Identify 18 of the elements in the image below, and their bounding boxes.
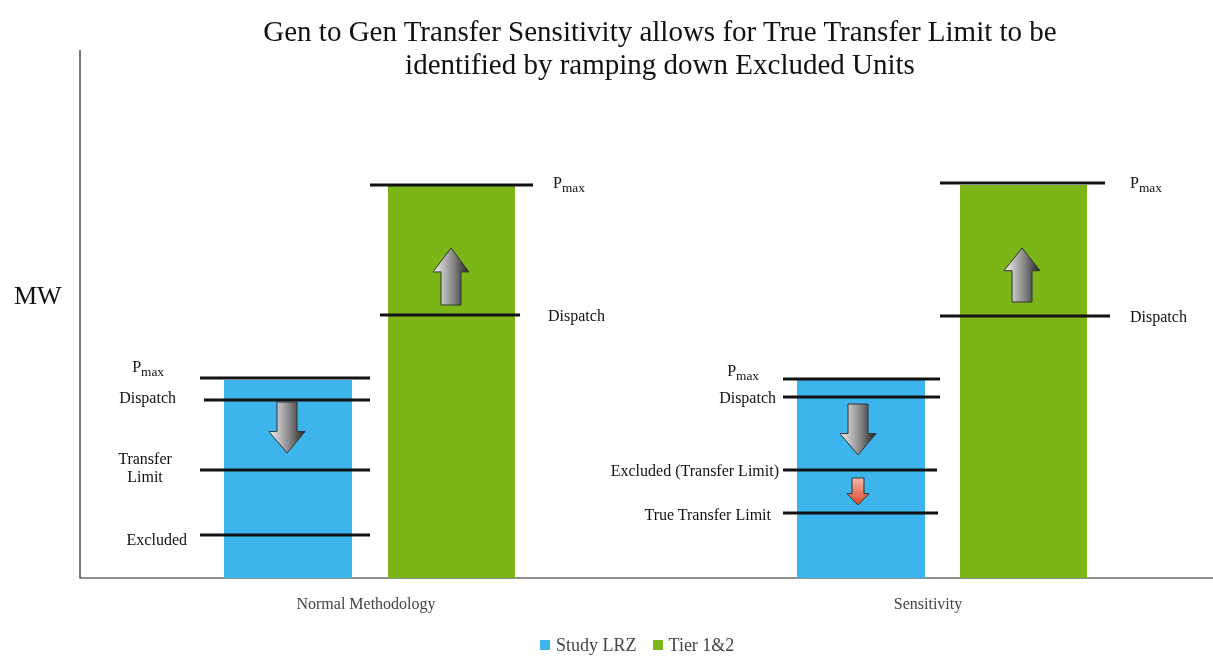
level-label: Excluded: [126, 531, 187, 549]
legend-label: Tier 1&2: [668, 634, 735, 656]
level-label: Transfer Limit: [117, 450, 173, 486]
level-label: Dispatch: [119, 389, 176, 407]
category-label: Sensitivity: [893, 595, 963, 613]
axis-label: MW: [14, 281, 62, 311]
level-label: P$_{max}$: [553, 174, 585, 198]
level-label: Dispatch: [548, 307, 605, 325]
level-label: Excluded (Transfer Limit): [610, 462, 779, 480]
level-label: True Transfer Limit: [644, 506, 771, 524]
level-label: P$_{max}$: [1130, 174, 1162, 198]
level-label: Dispatch: [1130, 308, 1187, 326]
level-label: P$_{max}$: [727, 362, 759, 386]
legend-label: Study LRZ: [556, 634, 637, 656]
category-label: Normal Methodology: [296, 595, 436, 613]
level-label: Dispatch: [719, 389, 776, 407]
level-label: P$_{max}$: [132, 358, 164, 382]
chart-title: Gen to Gen Transfer Sensitivity allows for True Transfer Limit to be identified by ramping down Excluded Units: [262, 15, 1058, 81]
